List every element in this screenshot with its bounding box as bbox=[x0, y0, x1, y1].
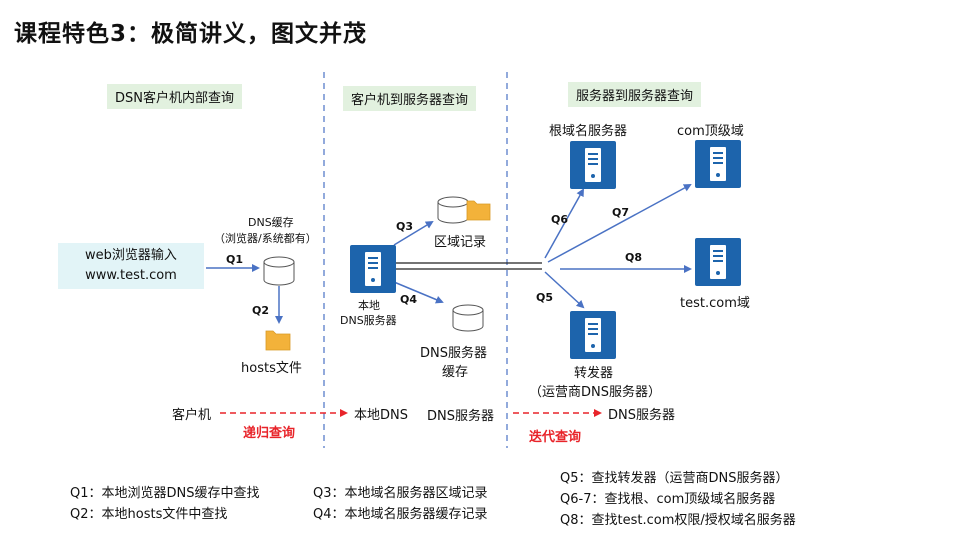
local-dns-server-icon bbox=[350, 245, 396, 293]
dns-cache-label: DNS缓存 bbox=[248, 216, 294, 229]
recursive-query-label: 递归查询 bbox=[243, 426, 296, 441]
testcom-server-icon bbox=[695, 238, 741, 286]
legend-q8: Q8：查找test.com权限/授权域名服务器 bbox=[560, 513, 796, 528]
hosts-file-label: hosts文件 bbox=[241, 361, 302, 376]
server-cache-label-line2: 缓存 bbox=[442, 365, 469, 380]
section-header-middle: 客户机到服务器查询 bbox=[343, 86, 477, 111]
flow-client: 客户机 bbox=[172, 408, 212, 423]
com-server-icon bbox=[695, 140, 741, 188]
zone-record-label: 区域记录 bbox=[434, 235, 487, 250]
local-dns-label-line1: 本地 bbox=[358, 299, 380, 312]
legend-col1: Q1：本地浏览器DNS缓存中查找 Q2：本地hosts文件中查找 bbox=[70, 483, 260, 525]
hosts-folder-icon bbox=[265, 330, 291, 351]
zone-cylinder-icon bbox=[437, 196, 469, 224]
forwarder-server-icon bbox=[570, 311, 616, 359]
legend-col3: Q5：查找转发器（运营商DNS服务器） Q6-7：查找根、com顶级域名服务器 … bbox=[560, 468, 796, 531]
q3-label: Q3 bbox=[396, 220, 414, 233]
section-header-right: 服务器到服务器查询 bbox=[568, 82, 702, 107]
section-header-left: DSN客户机内部查询 bbox=[107, 84, 242, 109]
legend-col2: Q3：本地域名服务器区域记录 Q4：本地域名服务器缓存记录 bbox=[313, 483, 488, 525]
browser-input-box: web浏览器输入 www.test.com bbox=[58, 243, 204, 289]
arrow-q4 bbox=[393, 281, 444, 304]
root-server-label: 根域名服务器 bbox=[549, 124, 628, 139]
forwarder-label-line2: （运营商DNS服务器） bbox=[529, 385, 661, 400]
cache-cylinder-icon bbox=[263, 256, 295, 286]
q6-label: Q6 bbox=[551, 213, 569, 226]
root-server-icon bbox=[570, 141, 616, 189]
q7-label: Q7 bbox=[612, 206, 630, 219]
arrow-q3 bbox=[393, 220, 434, 246]
legend-q1: Q1：本地浏览器DNS缓存中查找 bbox=[70, 486, 260, 501]
q1-label: Q1 bbox=[226, 253, 244, 266]
legend-q2: Q2：本地hosts文件中查找 bbox=[70, 507, 228, 522]
server-cache-label-line1: DNS服务器 bbox=[420, 346, 487, 361]
legend-q5: Q5：查找转发器（运营商DNS服务器） bbox=[560, 471, 789, 486]
arrow-q7 bbox=[547, 184, 692, 263]
q8-label: Q8 bbox=[625, 251, 643, 264]
legend-q6-7: Q6-7：查找根、com顶级域名服务器 bbox=[560, 492, 776, 507]
arrow-q5 bbox=[544, 271, 585, 309]
browser-input-line1: web浏览器输入 bbox=[85, 248, 177, 263]
flow-local-dns: 本地DNS bbox=[354, 408, 408, 423]
com-server-label: com顶级域 bbox=[677, 124, 744, 139]
forwarder-label-line1: 转发器 bbox=[574, 366, 614, 381]
legend-q3: Q3：本地域名服务器区域记录 bbox=[313, 486, 488, 501]
local-dns-label-line2: DNS服务器 bbox=[340, 314, 397, 327]
q4-label: Q4 bbox=[400, 293, 418, 306]
flow-dns-server-1: DNS服务器 bbox=[427, 409, 494, 424]
legend-q4: Q4：本地域名服务器缓存记录 bbox=[313, 507, 488, 522]
browser-input-line2: www.test.com bbox=[85, 268, 177, 283]
flow-dns-server-2: DNS服务器 bbox=[608, 408, 675, 423]
server-cache-cylinder-icon bbox=[452, 304, 484, 332]
dns-cache-sublabel: （浏览器/系统都有） bbox=[214, 232, 317, 245]
testcom-server-label: test.com域 bbox=[680, 296, 750, 311]
iterative-query-label: 迭代查询 bbox=[529, 430, 582, 445]
q2-label: Q2 bbox=[252, 304, 270, 317]
q5-label: Q5 bbox=[536, 291, 554, 304]
zone-folder-icon bbox=[466, 200, 491, 221]
arrow-q6 bbox=[544, 188, 584, 259]
page-title: 课程特色3：极简讲义，图文并茂 bbox=[14, 21, 368, 47]
